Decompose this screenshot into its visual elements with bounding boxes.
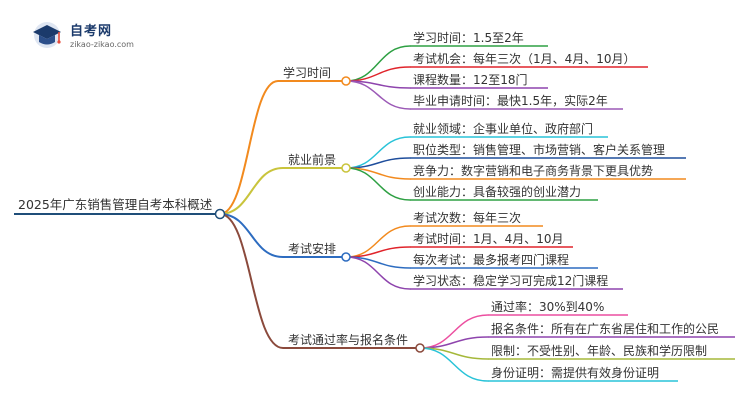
leaf-label: 限制：不受性别、年龄、民族和学历限制 [491,344,708,358]
leaf-label: 职位类型：销售管理、市场营销、客户关系管理 [413,143,666,157]
leaf-label: 报名条件：所有在广东省居住和工作的公民 [491,322,720,336]
branch-connector [219,213,284,258]
leaf-label: 通过率：30%到40% [491,300,605,314]
leaf-label: 创业能力：具备较强的创业潜力 [413,185,582,199]
leaf-connector [419,314,489,349]
logo-url: zikao-zikao.com [70,40,134,49]
leaf-connector [345,167,411,201]
leaf-label: 考试机会：每年三次（1月、4月、10月） [413,52,636,66]
site-logo[interactable]: 自考网 zikao-zikao.com [30,16,160,56]
graduation-cap-icon [33,22,61,48]
leaf-label: 身份证明：需提供有效身份证明 [491,366,660,380]
branch-node-circle [341,76,351,86]
branch-node-circle [415,343,425,353]
leaf-label: 毕业申请时间：最快1.5年，实际2年 [413,94,608,108]
leaf-label: 考试次数：每年三次 [413,211,522,225]
logo-name: 自考网 [70,24,113,39]
branch-label-study-time: 学习时间 [283,66,332,80]
branch-node-circle [341,252,351,262]
leaf-connector [345,66,411,82]
leaf-connector [419,347,489,382]
branch-label-exam-schedule: 考试安排 [288,242,337,256]
leaf-label: 学习时间：1.5至2年 [413,31,524,45]
leaf-label: 竞争力：数字营销和电子商务背景下更具优势 [413,164,654,178]
leaf-label: 学习状态：稳定学习可完成12门课程 [413,274,609,288]
leaf-label: 课程数量：12至18门 [413,73,528,87]
leaf-label: 考试时间：1月、4月、10月 [413,232,564,246]
mindmap-root-label: 2025年广东销售管理自考本科概述 [18,197,213,212]
root-node-circle [214,208,226,220]
branch-connector [219,80,279,215]
branch-connector [219,167,284,215]
branch-node-circle [341,163,351,173]
branch-connector [219,213,284,349]
leaf-connector [345,45,411,82]
branch-label-employment: 就业前景 [288,153,337,167]
leaf-label: 每次考试：最多报考四门课程 [413,253,570,267]
leaf-connector [345,80,411,110]
leaf-connector [345,256,411,290]
branch-label-pass-rate: 考试通过率与报名条件 [288,333,409,347]
leaf-label: 就业领域：企事业单位、政府部门 [413,122,594,136]
